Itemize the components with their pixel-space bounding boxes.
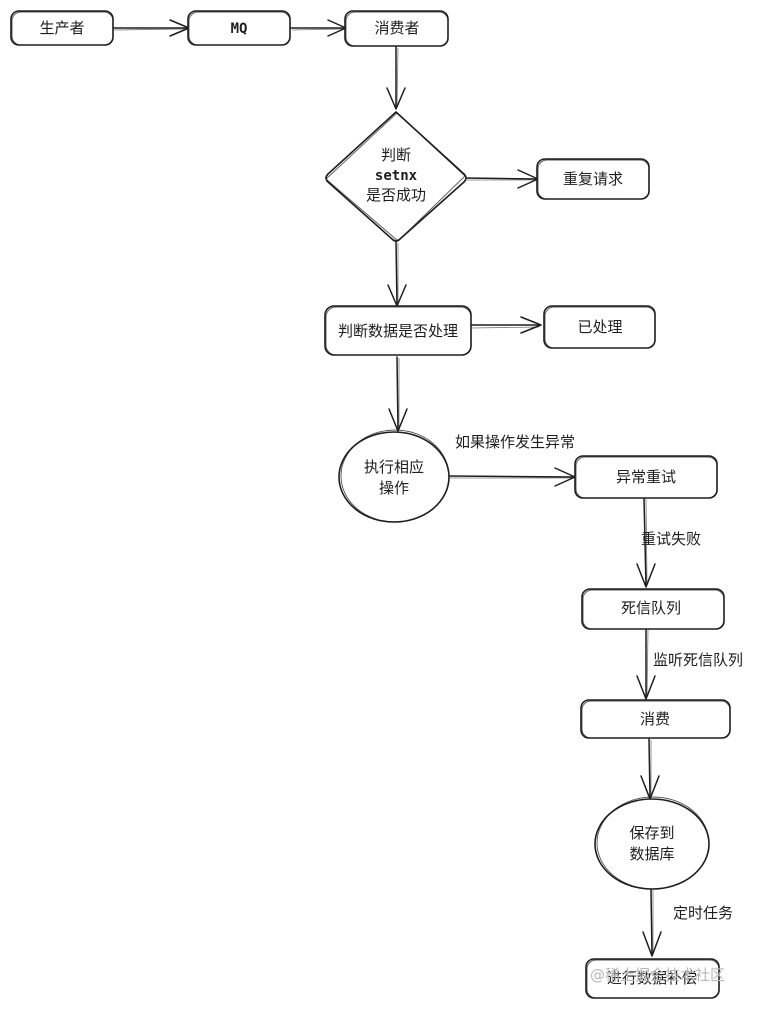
node-save-line2: 数据库 bbox=[629, 845, 674, 863]
edge-save-to-compensate bbox=[642, 888, 662, 957]
edge-decision-to-duplicate bbox=[465, 169, 539, 189]
node-producer: 生产者 bbox=[10, 10, 114, 46]
node-dead-letter-queue: 死信队列 bbox=[581, 588, 725, 630]
node-already-processed-label: 已处理 bbox=[577, 318, 622, 336]
node-consume: 消费 bbox=[580, 699, 731, 739]
edge-retry-to-dlq bbox=[636, 497, 656, 588]
node-consume-label: 消费 bbox=[640, 710, 670, 728]
node-duplicate-request-label: 重复请求 bbox=[563, 170, 623, 188]
node-consumer: 消费者 bbox=[344, 10, 449, 47]
node-save-database: 保存到 数据库 bbox=[594, 796, 710, 890]
node-decision-line3: 是否成功 bbox=[366, 186, 426, 204]
node-save-line1: 保存到 bbox=[629, 824, 674, 842]
edge-label-scheduled-task: 定时任务 bbox=[673, 904, 733, 922]
edge-mq-to-consumer bbox=[290, 19, 347, 37]
node-consumer-label: 消费者 bbox=[374, 19, 419, 37]
node-mq-label: MQ bbox=[231, 21, 248, 37]
edge-label-on-exception: 如果操作发生异常 bbox=[455, 433, 575, 451]
edge-label-listen-dlq: 监听死信队列 bbox=[653, 651, 743, 669]
edge-execute-to-retry bbox=[448, 467, 576, 487]
edge-check-to-processed bbox=[470, 316, 542, 334]
node-dlq-label: 死信队列 bbox=[621, 599, 681, 617]
node-mq: MQ bbox=[187, 10, 291, 46]
edge-consume-to-save bbox=[640, 738, 660, 800]
node-duplicate-request: 重复请求 bbox=[536, 158, 650, 200]
node-check-processed-label: 判断数据是否处理 bbox=[338, 322, 458, 340]
edges-group bbox=[112, 19, 662, 957]
edge-check-to-execute bbox=[388, 356, 408, 432]
node-compensate-label: 进行数据补偿 bbox=[607, 969, 697, 987]
node-producer-label: 生产者 bbox=[39, 19, 84, 37]
node-decision-line1: 判断 bbox=[381, 146, 411, 164]
node-execute-line1: 执行相应 bbox=[364, 458, 424, 476]
node-decision-setnx: 判断 setnx 是否成功 bbox=[325, 111, 467, 242]
node-compensate: 进行数据补偿 bbox=[585, 958, 720, 999]
node-already-processed: 已处理 bbox=[543, 305, 656, 349]
node-execute-line2: 操作 bbox=[379, 479, 409, 497]
edge-decision-to-check bbox=[387, 241, 407, 307]
edge-labels-group: 如果操作发生异常 重试失败 监听死信队列 定时任务 bbox=[455, 433, 743, 922]
edge-label-retry-failed: 重试失败 bbox=[641, 530, 701, 548]
node-decision-line2: setnx bbox=[375, 168, 418, 184]
node-execute: 执行相应 操作 bbox=[338, 429, 450, 523]
node-retry: 异常重试 bbox=[574, 455, 718, 499]
edge-dlq-to-consume bbox=[636, 628, 656, 700]
node-check-processed: 判断数据是否处理 bbox=[324, 305, 472, 356]
edge-producer-to-mq bbox=[112, 19, 190, 37]
edge-consumer-to-decision bbox=[386, 46, 406, 110]
watermark-text: @稀土掘金技术社区 bbox=[590, 966, 725, 984]
node-retry-label: 异常重试 bbox=[616, 468, 676, 486]
